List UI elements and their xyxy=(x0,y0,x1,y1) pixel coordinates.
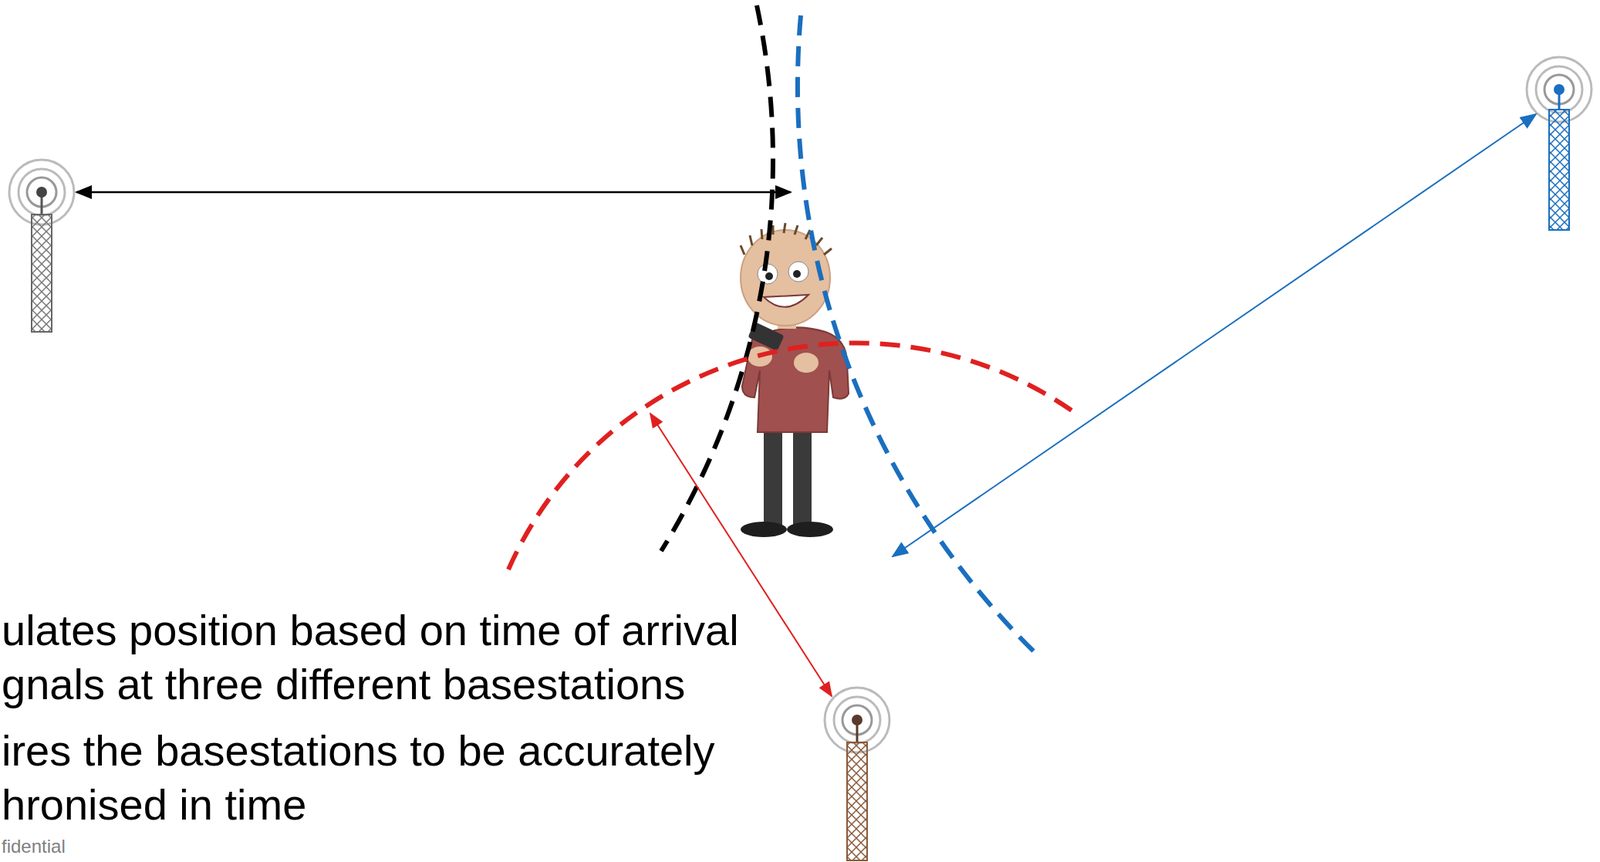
range-arc-blue xyxy=(797,15,1039,656)
bullet-text: ires the basestations to be accurately h… xyxy=(1,723,758,832)
range-arc-black xyxy=(661,5,773,551)
distance-arrow-black xyxy=(76,191,791,194)
footer-note: fidential xyxy=(1,834,233,858)
bullet-text: ulates position based on time of arrival… xyxy=(1,603,758,712)
basestation-right xyxy=(1526,57,1592,230)
distance-arrow-blue xyxy=(892,114,1536,557)
basestation-left xyxy=(9,159,75,332)
basestation-bottom xyxy=(824,687,890,861)
person-figure xyxy=(740,222,849,537)
range-arc-red xyxy=(508,342,1077,570)
